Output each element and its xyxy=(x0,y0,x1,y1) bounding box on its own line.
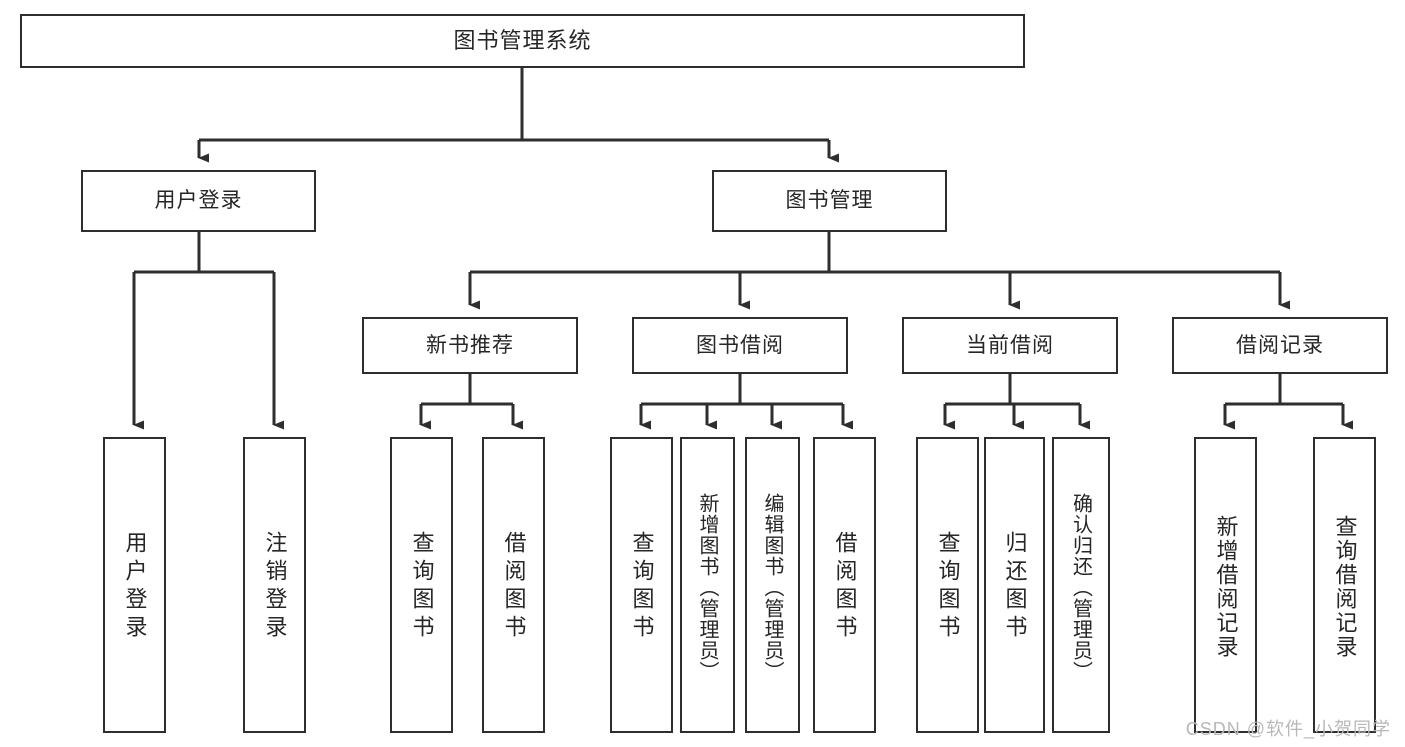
leaf-record-query-borrow-record[interactable]: 查询借阅记录 xyxy=(1313,437,1376,733)
leaf-user-login-login[interactable]: 用户登录 xyxy=(103,437,166,733)
node-label: 借阅记录 xyxy=(1236,333,1324,357)
node-label: 归还图书 xyxy=(1002,531,1028,643)
leaf-borrow-borrow-book[interactable]: 借阅图书 xyxy=(813,437,876,733)
leaf-record-add-borrow-record[interactable]: 新增借阅记录 xyxy=(1194,437,1257,733)
node-current-borrow[interactable]: 当前借阅 xyxy=(902,317,1118,374)
node-label: 确认归还（管理员） xyxy=(1069,492,1092,682)
leaf-user-login-logout[interactable]: 注销登录 xyxy=(243,437,306,733)
leaf-borrow-query-book[interactable]: 查询图书 xyxy=(610,437,673,733)
node-book-management[interactable]: 图书管理 xyxy=(712,170,947,232)
node-label: 新增图书（管理员） xyxy=(696,492,718,682)
node-label: 新书推荐 xyxy=(426,333,514,357)
node-label: 查询图书 xyxy=(409,531,435,643)
node-borrow-record[interactable]: 借阅记录 xyxy=(1172,317,1388,374)
node-label: 图书管理系统 xyxy=(453,27,592,53)
node-user-login[interactable]: 用户登录 xyxy=(81,170,316,232)
node-label: 新增借阅记录 xyxy=(1213,515,1239,659)
node-root-book-management-system[interactable]: 图书管理系统 xyxy=(20,14,1025,68)
node-label: 借阅图书 xyxy=(501,531,527,643)
node-label: 借阅图书 xyxy=(832,531,858,643)
leaf-recommend-query-book[interactable]: 查询图书 xyxy=(390,437,453,733)
node-label: 注销登录 xyxy=(262,531,288,643)
leaf-recommend-borrow-book[interactable]: 借阅图书 xyxy=(482,437,545,733)
node-label: 查询图书 xyxy=(935,531,961,643)
leaf-current-confirm-return-admin[interactable]: 确认归还（管理员） xyxy=(1052,437,1110,733)
node-label: 查询图书 xyxy=(629,531,655,643)
node-label: 当前借阅 xyxy=(966,333,1054,357)
node-label: 图书借阅 xyxy=(696,333,784,357)
node-label: 图书管理 xyxy=(785,189,874,213)
leaf-borrow-add-book-admin[interactable]: 新增图书（管理员） xyxy=(680,437,735,733)
node-label: 用户登录 xyxy=(122,531,148,643)
node-label: 用户登录 xyxy=(154,189,243,213)
leaf-borrow-edit-book-admin[interactable]: 编辑图书（管理员） xyxy=(745,437,800,733)
node-new-book-recommend[interactable]: 新书推荐 xyxy=(362,317,578,374)
watermark: CSDN @软件_小贺同学 xyxy=(1185,719,1391,739)
leaf-current-return-book[interactable]: 归还图书 xyxy=(984,437,1045,733)
node-label: 编辑图书（管理员） xyxy=(761,492,783,682)
node-label: 查询借阅记录 xyxy=(1332,515,1358,659)
leaf-current-query-book[interactable]: 查询图书 xyxy=(916,437,979,733)
node-book-borrow[interactable]: 图书借阅 xyxy=(632,317,848,374)
